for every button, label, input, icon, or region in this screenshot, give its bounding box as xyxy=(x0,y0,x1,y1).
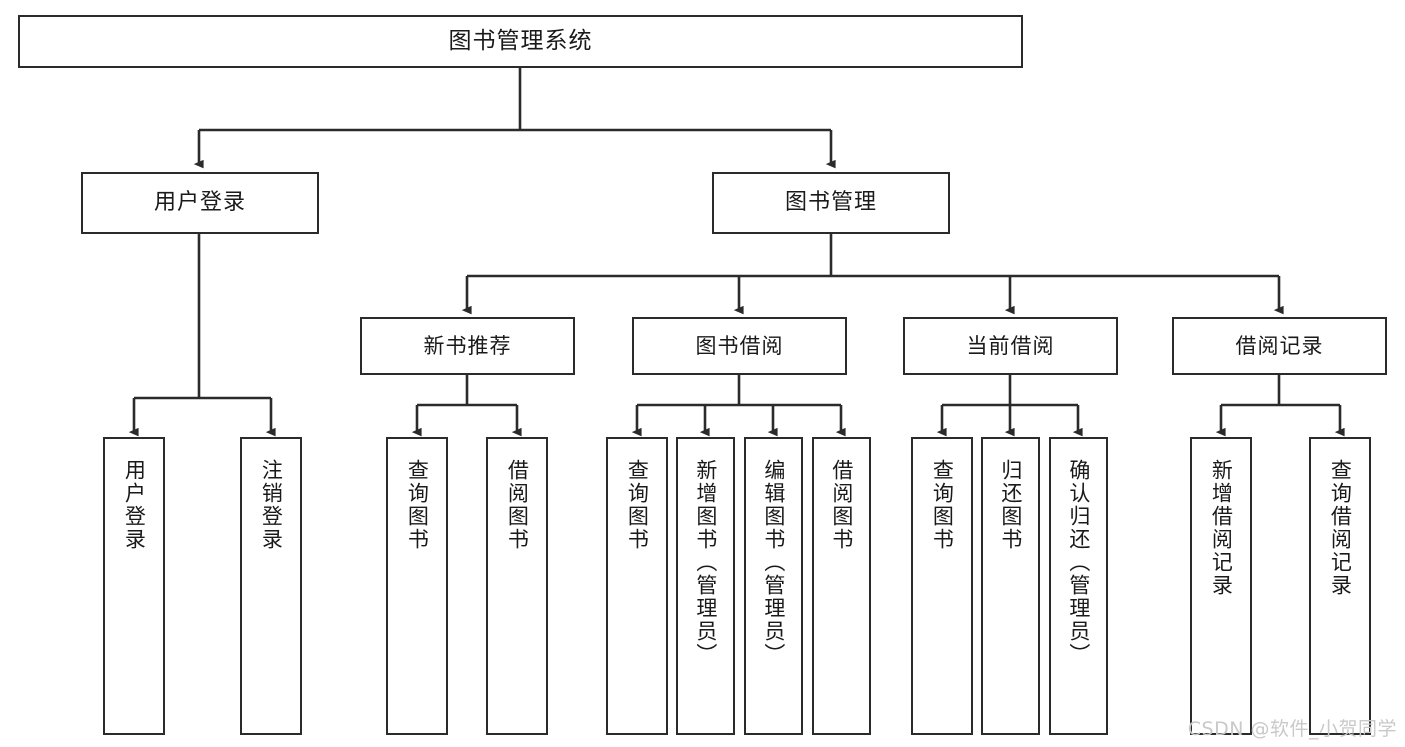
node-label: 用户登录 xyxy=(122,459,147,551)
node-label: 注销登录 xyxy=(259,459,284,551)
leaf-confirm-return-admin[interactable]: 确认归还（管理员） xyxy=(1049,437,1108,735)
leaf-query-book-current[interactable]: 查询图书 xyxy=(911,437,973,735)
node-label: 归还图书 xyxy=(998,459,1023,551)
node-user-login[interactable]: 用户登录 xyxy=(81,172,319,234)
node-label: 借阅图书 xyxy=(829,459,854,551)
leaf-edit-book-admin[interactable]: 编辑图书（管理员） xyxy=(744,437,803,735)
node-label: 新增图书（管理员） xyxy=(693,459,718,666)
leaf-query-borrow-record[interactable]: 查询借阅记录 xyxy=(1309,437,1371,735)
leaf-query-book-recommend[interactable]: 查询图书 xyxy=(386,437,448,735)
node-book-borrow[interactable]: 图书借阅 xyxy=(632,317,847,375)
node-label: 查询图书 xyxy=(405,459,430,551)
node-label: 图书借阅 xyxy=(695,333,784,358)
node-book-management[interactable]: 图书管理 xyxy=(712,172,950,234)
node-label: 新书推荐 xyxy=(423,333,512,358)
node-label: 查询图书 xyxy=(625,459,650,551)
node-label: 借阅图书 xyxy=(505,459,530,551)
leaf-add-book-admin[interactable]: 新增图书（管理员） xyxy=(676,437,735,735)
node-label: 用户登录 xyxy=(153,190,246,216)
node-root-system[interactable]: 图书管理系统 xyxy=(18,15,1023,68)
leaf-user-login[interactable]: 用户登录 xyxy=(103,437,165,735)
node-label: 图书管理 xyxy=(784,190,877,216)
leaf-borrow-book[interactable]: 借阅图书 xyxy=(812,437,871,735)
node-label: 确认归还（管理员） xyxy=(1066,459,1091,666)
node-new-book-recommend[interactable]: 新书推荐 xyxy=(360,317,575,375)
leaf-add-borrow-record[interactable]: 新增借阅记录 xyxy=(1190,437,1252,735)
node-current-borrow[interactable]: 当前借阅 xyxy=(903,317,1118,375)
leaf-return-book[interactable]: 归还图书 xyxy=(981,437,1040,735)
node-label: 图书管理系统 xyxy=(448,27,593,54)
node-label: 编辑图书（管理员） xyxy=(761,459,786,666)
leaf-borrow-book-recommend[interactable]: 借阅图书 xyxy=(486,437,548,735)
csdn-watermark: CSDN @软件_小贺同学 xyxy=(1187,718,1397,740)
node-label: 借阅记录 xyxy=(1235,333,1324,358)
node-label: 查询图书 xyxy=(930,459,955,551)
node-label: 新增借阅记录 xyxy=(1209,459,1234,597)
node-borrow-record[interactable]: 借阅记录 xyxy=(1172,317,1387,375)
leaf-logout[interactable]: 注销登录 xyxy=(240,437,302,735)
leaf-query-book-borrow[interactable]: 查询图书 xyxy=(606,437,668,735)
node-label: 当前借阅 xyxy=(966,333,1055,358)
node-label: 查询借阅记录 xyxy=(1328,459,1353,597)
